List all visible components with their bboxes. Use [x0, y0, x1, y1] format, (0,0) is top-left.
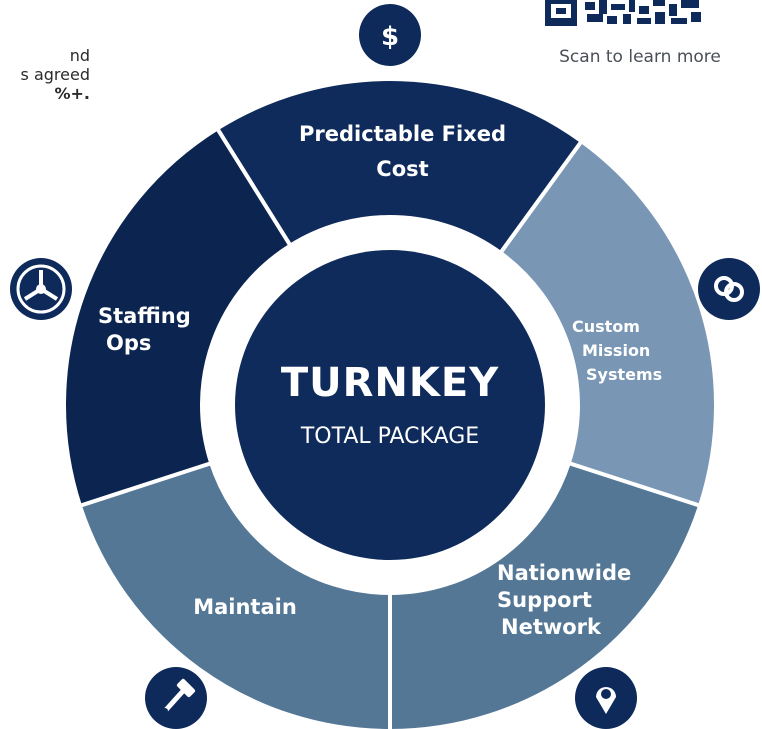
dollar-icon: $ [359, 4, 421, 66]
steering-wheel-icon [10, 258, 72, 320]
segment-label-line: Network [501, 615, 602, 639]
svg-text:$: $ [381, 22, 399, 52]
segment-maintain [77, 460, 392, 729]
segment-label-line: Predictable Fixed [298, 122, 507, 146]
segment-label-line: Nationwide [497, 561, 632, 585]
segment-label-maintain: Maintain [170, 594, 320, 621]
left-text-fragment: nd s agreed %+. [0, 46, 90, 103]
segment-label-line: Cost [376, 157, 429, 181]
location-pin-icon [575, 667, 637, 729]
left-text-line-3: %+. [54, 84, 90, 103]
wrench-icon [145, 667, 207, 729]
center-title: TURNKEY [280, 360, 500, 406]
left-text-line-1: nd [69, 46, 90, 65]
center-subtitle: TOTAL PACKAGE [300, 424, 480, 449]
segment-label-nationwide-support-network: Nationwide Support Network [495, 560, 675, 641]
segment-predictable-fixed-cost [214, 77, 585, 256]
hub-circle [235, 250, 545, 560]
segment-custom-mission-systems [497, 138, 718, 509]
left-text-line-2: s agreed [20, 65, 90, 84]
segment-label-line: Staffing [98, 304, 191, 328]
segment-nationwide-support-network [388, 460, 703, 729]
qr-caption: Scan to learn more [559, 47, 721, 67]
segment-label-predictable-fixed-cost: Predictable Fixed Cost [270, 117, 535, 187]
segment-label-line: Ops [106, 331, 152, 355]
segment-label-line: Systems [586, 365, 663, 384]
segment-staffing-ops [62, 125, 294, 509]
segment-label-staffing-ops: Staffing Ops [98, 303, 218, 357]
segment-label-line: Support [497, 588, 592, 612]
segment-label-line: Maintain [193, 595, 297, 619]
segment-label-line: Custom [572, 317, 640, 336]
segment-label-custom-mission-systems: Custom Mission Systems [560, 315, 690, 387]
linked-circles-icon [698, 258, 760, 320]
qr-code[interactable] [545, 0, 715, 30]
segment-label-line: Mission [582, 341, 651, 360]
